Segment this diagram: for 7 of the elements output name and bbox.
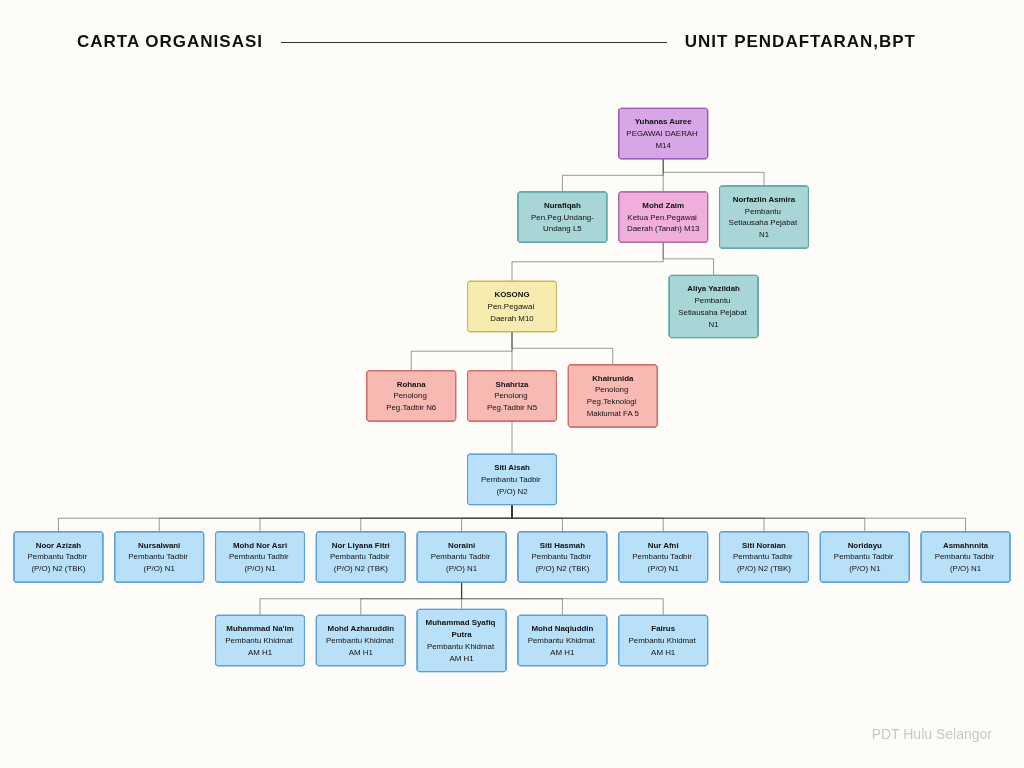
unit-heading: UNIT PENDAFTARAN,BPT [684, 32, 916, 52]
chart-title: CARTA ORGANISASI [77, 32, 263, 52]
connector [662, 242, 714, 276]
connector [461, 581, 664, 616]
connector [511, 504, 966, 533]
connector [511, 331, 614, 366]
connector [662, 158, 765, 187]
